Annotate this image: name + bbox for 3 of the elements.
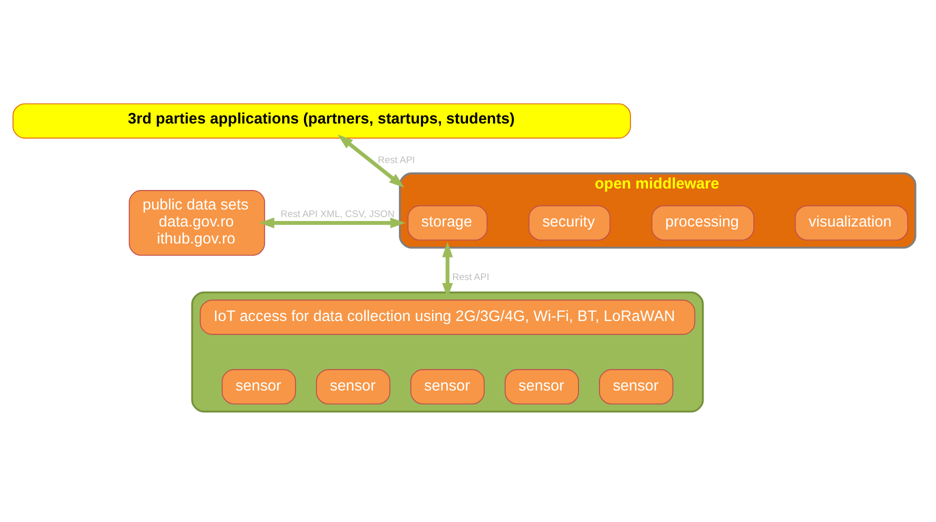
edge-label: Rest API XML, CSV, JSON xyxy=(280,208,395,220)
edge-label: Rest API xyxy=(452,272,490,283)
edge-label: Rest API xyxy=(378,154,415,166)
